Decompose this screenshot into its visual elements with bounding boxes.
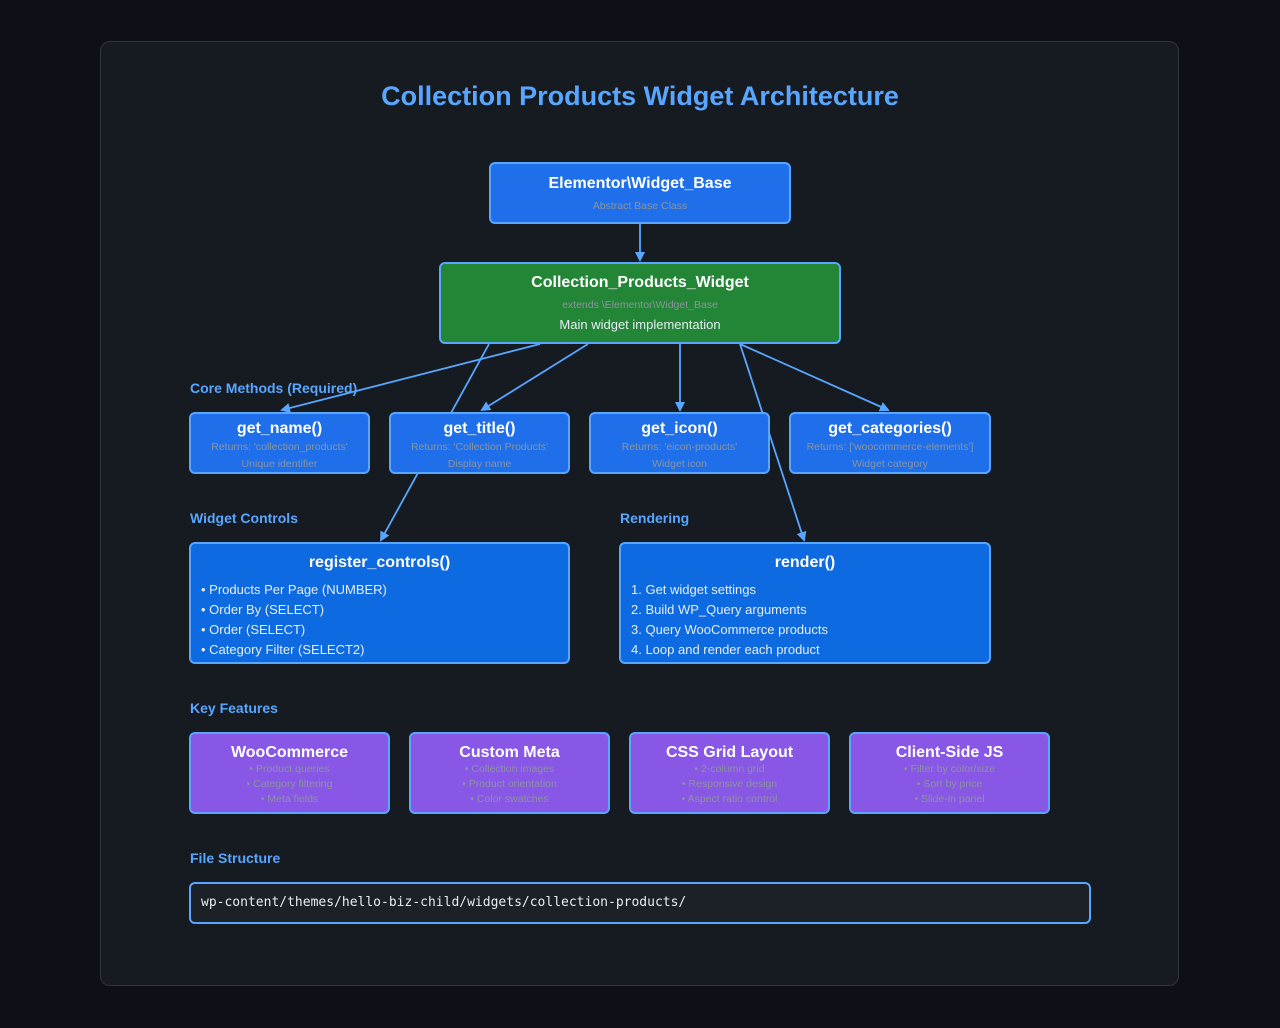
render-step: 4. Loop and render each product [631,642,820,657]
method-returns: Returns: ['woocommerce-elements'] [806,441,974,453]
feature-item: • Aspect ratio control [681,793,778,805]
feature-name: WooCommerce [230,744,349,761]
main-widget-name: Collection_Products_Widget [531,274,749,291]
render-step: 1. Get widget settings [631,582,757,597]
widget-base-name: Elementor\Widget_Base [548,175,732,192]
method-name: get_icon() [641,420,718,437]
control-item: • Order By (SELECT) [201,602,325,617]
main-widget-node: Collection_Products_Widget extends \Elem… [439,262,841,344]
render-node: render() 1. Get widget settings 2. Build… [619,542,991,664]
method-desc: Widget icon [652,458,707,470]
control-item: • Order (SELECT) [201,622,306,637]
method-returns: Returns: 'collection_products' [211,441,348,453]
feature-item: • Category filtering [246,778,333,790]
feature-item: • Product orientation [462,778,557,790]
method-node: get_icon() Returns: 'eicon-products' Wid… [589,412,770,474]
method-desc: Widget category [852,458,928,470]
section-widget-controls: Widget Controls [190,510,298,526]
feature-name: CSS Grid Layout [665,744,794,761]
method-node: get_categories() Returns: ['woocommerce-… [789,412,991,474]
feature-item: • Sort by price [916,778,983,790]
render-name: render() [774,554,836,571]
feature-item: • 2-column grid [694,763,765,775]
section-key-features: Key Features [190,700,278,716]
register-controls-name: register_controls() [308,554,451,571]
file-path: wp-content/themes/hello-biz-child/widget… [189,882,1091,924]
register-controls-node: register_controls() • Products Per Page … [189,542,570,664]
method-name: get_categories() [828,420,952,437]
widget-base-node: Elementor\Widget_Base Abstract Base Clas… [489,162,791,224]
section-file-structure: File Structure [190,850,281,866]
feature-node: CSS Grid Layout • 2-column grid • Respon… [629,732,830,814]
feature-item: • Product queries [249,763,330,775]
method-name: get_name() [236,420,323,437]
method-name: get_title() [443,420,516,437]
render-step: 3. Query WooCommerce products [631,622,828,637]
arrow-to-get-title [480,343,589,412]
section-rendering: Rendering [620,510,690,526]
arrow-to-render [739,343,807,542]
feature-node: WooCommerce • Product queries • Category… [189,732,390,814]
arrow-to-get-name [280,343,541,413]
feature-node: Custom Meta • Collection images • Produc… [409,732,610,814]
feature-name: Client-Side JS [895,744,1004,761]
method-returns: Returns: 'eicon-products' [621,441,738,453]
feature-name: Custom Meta [459,744,560,761]
widget-base-sub: Abstract Base Class [592,200,688,212]
method-node: get_title() Returns: 'Collection Product… [389,412,570,474]
control-item: • Products Per Page (NUMBER) [201,582,387,597]
method-node: get_name() Returns: 'collection_products… [189,412,370,474]
arrow-to-get-categories [739,343,890,412]
feature-item: • Slide-in panel [914,793,985,805]
section-core-methods: Core Methods (Required) [190,380,358,396]
feature-node: Client-Side JS • Filter by color/size • … [849,732,1050,814]
feature-item: • Color swatches [470,793,549,805]
method-desc: Unique identifier [241,458,318,470]
feature-item: • Filter by color/size [903,763,996,775]
main-widget-extends: extends \Elementor\Widget_Base [562,299,718,311]
diagram-title: Collection Products Widget Architecture [381,81,899,111]
feature-item: • Responsive design [681,778,778,790]
feature-item: • Meta fields [260,793,319,805]
feature-item: • Collection images [464,763,555,775]
control-item: • Category Filter (SELECT2) [201,642,365,657]
render-step: 2. Build WP_Query arguments [631,602,807,617]
method-returns: Returns: 'Collection Products' [410,441,549,453]
main-widget-desc: Main widget implementation [559,317,721,332]
method-desc: Display name [447,458,512,470]
